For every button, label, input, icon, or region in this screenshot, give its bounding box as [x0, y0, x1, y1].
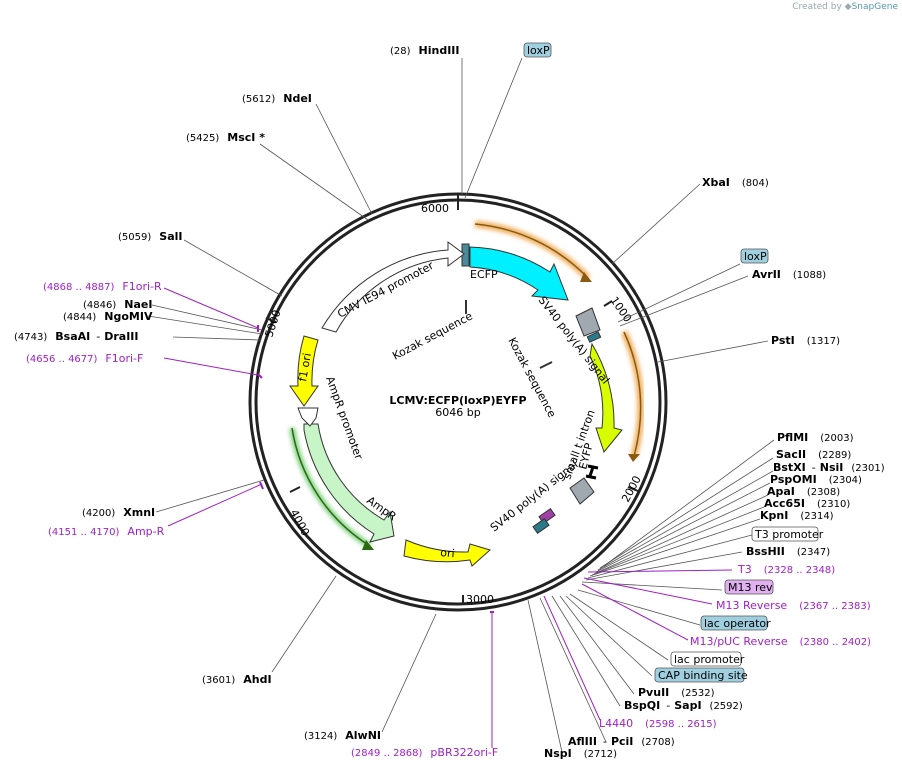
ampr-promoter-label: AmpR promoter [323, 375, 365, 462]
site-pspomi: PspOMI(2304) [770, 473, 862, 486]
site-psti: PstI(1317) [771, 334, 840, 347]
credit-prefix: Created by [792, 2, 842, 12]
svg-text:loxP: loxP [744, 250, 767, 263]
sv40-2-label: SV40 poly(A) signal [488, 458, 581, 534]
outer-orange-arcs [474, 220, 645, 462]
svg-text:M13 rev: M13 rev [728, 581, 773, 594]
site-ahdi: (3601)AhdI [202, 673, 272, 686]
box-t3-promoter: T3 promoter [751, 526, 824, 542]
site-msci: (5425)MscI * [186, 131, 265, 144]
site-sali: (5059)SalI [118, 230, 182, 243]
tick-5000: 5000 [262, 308, 283, 339]
primer-lines [163, 287, 733, 748]
svg-text:loxP: loxP [527, 44, 550, 57]
primer-pbr322: (2849 .. 2868)pBR322ori-F [351, 746, 498, 759]
snapgene-credit: Created by ◆SnapGene [792, 2, 898, 12]
ampr-promoter-feature [297, 407, 319, 427]
site-bsaai: (4743)BsaAI-DraIII [14, 330, 138, 343]
svg-text:T3 promoter: T3 promoter [754, 528, 824, 541]
primer-f1ori-r: (4868 .. 4887)F1ori-R [43, 280, 162, 293]
kozak2-label: Kozak sequence [505, 335, 558, 420]
tick-3000: 3000 [466, 593, 494, 606]
ecfp-label: ECFP [470, 268, 498, 281]
site-bstxi: BstXI-NsiI(2301) [773, 461, 885, 474]
ori-feature [403, 539, 492, 567]
site-pfimi: PflMI(2003) [777, 431, 854, 444]
plasmid-name: LCMV:ECFP(loxP)EYFP [389, 394, 526, 407]
box-loxp-right: loxP [740, 248, 769, 264]
site-kpni: KpnI(2314) [760, 509, 834, 522]
tick-marks [265, 195, 639, 605]
tick-4000: 4000 [287, 507, 312, 538]
plasmid-size: 6046 bp [435, 406, 480, 419]
leader-lines [147, 57, 775, 753]
site-ndei: (5612)NdeI [242, 92, 312, 105]
svg-text:lac operator: lac operator [704, 617, 771, 630]
site-alwni: (3124)AlwNI [304, 729, 381, 742]
primer-m13rev: M13 Reverse(2367 .. 2383) [716, 599, 871, 612]
site-pvuii: PvuII(2532) [638, 686, 715, 699]
left-primers: (4868 .. 4887)F1ori-R (4656 .. 4677)F1or… [26, 280, 498, 759]
primer-f1ori-f: (4656 .. 4677)F1ori-F [26, 352, 143, 365]
ori-label: ori [440, 546, 455, 560]
site-bspqi: BspQI-SapI(2592) [624, 699, 743, 712]
site-afliii: AflIII-PciI(2708) [568, 735, 675, 748]
ecfp-feature [469, 246, 569, 301]
site-ngomiv: (4844)NgoMIV [63, 310, 153, 323]
box-m13-rev: M13 rev [724, 579, 774, 595]
site-nspi: NspI(2712) [544, 747, 617, 760]
site-avrii: AvrII(1088) [752, 268, 826, 281]
primer-l4440: L4440(2598 .. 2615) [599, 717, 717, 730]
svg-text:CAP binding site: CAP binding site [658, 669, 748, 682]
eyfp-feature [589, 342, 623, 454]
ampr-feature [303, 423, 395, 543]
box-lac-promoter: lac promoter [670, 651, 745, 667]
f1ori-feature [289, 335, 319, 407]
box-cap-binding-site: CAP binding site [654, 667, 748, 683]
cmv-feature [321, 241, 465, 333]
site-sacii: SacII(2289) [776, 448, 851, 461]
site-xbai: XbaI(804) [702, 176, 769, 189]
plasmid-center: LCMV:ECFP(loxP)EYFP 6046 bp [389, 394, 526, 419]
sv40-1-label: SV40 poly(A) signal [536, 294, 612, 387]
features [289, 241, 623, 567]
site-naei: (4846)NaeI [83, 298, 152, 311]
box-lac-operator: lac operator [700, 615, 771, 631]
site-hindiii: (28)HindIII [390, 44, 460, 57]
right-primers: T3(2328 .. 2348) M13 Reverse(2367 .. 238… [599, 563, 871, 730]
left-sites: (28)HindIII (5612)NdeI (5425)MscI * (505… [14, 44, 460, 742]
primer-amp-r: (4151 .. 4170)Amp-R [48, 525, 165, 538]
f1ori-label: f1 ori [296, 352, 314, 383]
site-bsshii: BssHII(2347) [746, 545, 830, 558]
site-xmni: (4200)XmnI [82, 506, 155, 519]
credit-brand: SnapGene [851, 2, 898, 12]
kozak1-label: Kozak sequence [390, 309, 475, 362]
svg-text:lac promoter: lac promoter [674, 653, 745, 666]
site-acc65i: Acc65I(2310) [764, 497, 850, 510]
right-sites: XbaI(804) AvrII(1088) PstI(1317) PflMI(2… [544, 176, 885, 760]
boxed-labels: loxP loxP T3 promoter M13 rev lac operat… [523, 42, 824, 683]
tick-6000: 6000 [421, 202, 449, 215]
site-apai: ApaI(2308) [767, 485, 840, 498]
snapgene-icon: ◆ [844, 2, 852, 12]
box-loxp-top: loxP [523, 42, 552, 58]
primer-m13puc: M13/pUC Reverse(2380 .. 2402) [690, 635, 871, 648]
primer-t3: T3(2328 .. 2348) [737, 563, 835, 576]
